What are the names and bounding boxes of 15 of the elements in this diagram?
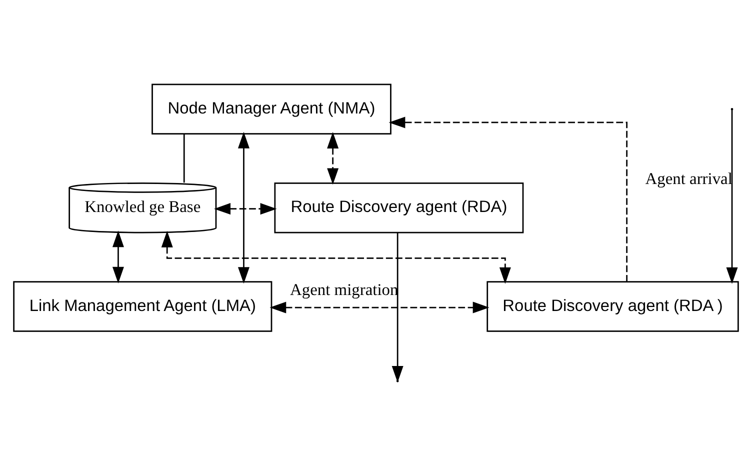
- edge-label: Agent migration: [290, 280, 398, 299]
- node-box: Route Discovery agent (RDA ): [486, 280, 739, 332]
- arrow: [726, 109, 738, 284]
- arrow: [388, 116, 628, 282]
- arrow: [161, 230, 511, 284]
- arrow: [238, 131, 250, 284]
- edge-label: Agent arrival: [645, 168, 732, 188]
- connector: [183, 134, 185, 182]
- arrow: [327, 131, 339, 184]
- arrow: [270, 301, 490, 313]
- arrow: [214, 202, 277, 214]
- node-box: Route Discovery agent (RDA): [274, 182, 524, 233]
- node-box: Node Manager Agent (NMA): [152, 83, 392, 134]
- arrow: [112, 230, 124, 283]
- node-box: Link Management Agent (LMA): [13, 280, 272, 332]
